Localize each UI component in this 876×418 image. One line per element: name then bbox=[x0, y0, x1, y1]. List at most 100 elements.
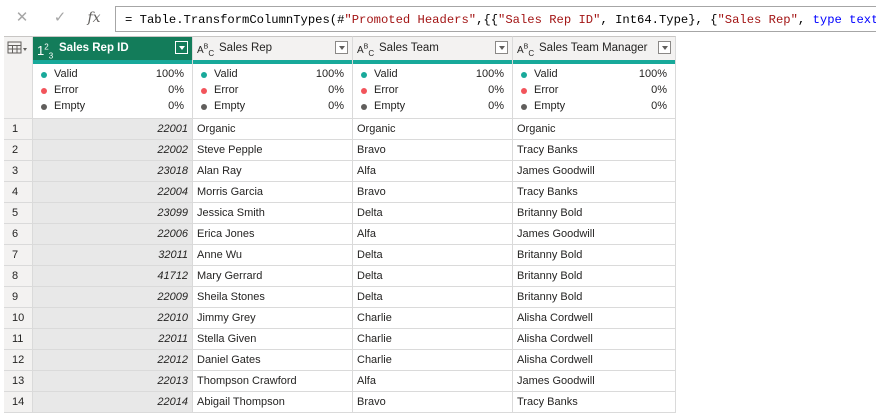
table-cell[interactable]: Alfa bbox=[353, 371, 513, 392]
table-menu-button[interactable] bbox=[4, 36, 33, 60]
table-cell[interactable]: Organic bbox=[193, 119, 353, 140]
table-cell[interactable]: Alisha Cordwell bbox=[513, 350, 676, 371]
table-cell[interactable]: Britanny Bold bbox=[513, 266, 676, 287]
text-type-icon[interactable]: ABC bbox=[357, 44, 375, 59]
table-cell[interactable]: Erica Jones bbox=[193, 224, 353, 245]
table-cell[interactable]: Daniel Gates bbox=[193, 350, 353, 371]
table-cell[interactable]: 22004 bbox=[33, 182, 193, 203]
column-quality-bar bbox=[193, 60, 353, 64]
quality-error-percent: 0% bbox=[651, 84, 667, 96]
table-cell[interactable]: Bravo bbox=[353, 182, 513, 203]
row-number[interactable]: 4 bbox=[4, 182, 33, 203]
table-cell[interactable]: Alisha Cordwell bbox=[513, 308, 676, 329]
column-filter-dropdown-icon[interactable] bbox=[658, 41, 671, 54]
row-number[interactable]: 2 bbox=[4, 140, 33, 161]
table-cell[interactable]: 23018 bbox=[33, 161, 193, 182]
table-cell[interactable]: Britanny Bold bbox=[513, 245, 676, 266]
column-filter-dropdown-icon[interactable] bbox=[335, 41, 348, 54]
check-icon[interactable]: ✓ bbox=[53, 9, 67, 26]
table-cell[interactable]: Mary Gerrard bbox=[193, 266, 353, 287]
quality-empty-percent: 0% bbox=[488, 100, 504, 112]
table-cell[interactable]: 23099 bbox=[33, 203, 193, 224]
quality-empty-percent: 0% bbox=[168, 100, 184, 112]
formula-token: , bbox=[797, 13, 813, 27]
table-cell[interactable]: Britanny Bold bbox=[513, 203, 676, 224]
table-cell[interactable]: Tracy Banks bbox=[513, 392, 676, 413]
row-number[interactable]: 7 bbox=[4, 245, 33, 266]
table-cell[interactable]: 22012 bbox=[33, 350, 193, 371]
table-cell[interactable]: 22006 bbox=[33, 224, 193, 245]
text-type-icon[interactable]: ABC bbox=[197, 44, 215, 59]
row-number[interactable]: 9 bbox=[4, 287, 33, 308]
table-cell[interactable]: Alan Ray bbox=[193, 161, 353, 182]
table-cell[interactable]: 22002 bbox=[33, 140, 193, 161]
table-cell[interactable]: Jimmy Grey bbox=[193, 308, 353, 329]
table-cell[interactable]: Abigail Thompson bbox=[193, 392, 353, 413]
table-cell[interactable]: Steve Pepple bbox=[193, 140, 353, 161]
table-cell[interactable]: 22014 bbox=[33, 392, 193, 413]
table-cell[interactable]: James Goodwill bbox=[513, 224, 676, 245]
row-number[interactable]: 12 bbox=[4, 350, 33, 371]
table-cell[interactable]: Charlie bbox=[353, 308, 513, 329]
table-cell[interactable]: James Goodwill bbox=[513, 161, 676, 182]
formula-input[interactable]: = Table.TransformColumnTypes(#"Promoted … bbox=[115, 6, 876, 32]
table-cell[interactable]: Tracy Banks bbox=[513, 140, 676, 161]
table-cell[interactable]: 22013 bbox=[33, 371, 193, 392]
row-number[interactable]: 6 bbox=[4, 224, 33, 245]
table-cell[interactable]: Organic bbox=[353, 119, 513, 140]
table-cell[interactable]: 22011 bbox=[33, 329, 193, 350]
text-type-icon[interactable]: ABC bbox=[517, 44, 535, 59]
table-cell[interactable]: Tracy Banks bbox=[513, 182, 676, 203]
table-cell[interactable]: Sheila Stones bbox=[193, 287, 353, 308]
table-cell[interactable]: Alisha Cordwell bbox=[513, 329, 676, 350]
table-cell[interactable]: Charlie bbox=[353, 329, 513, 350]
table-cell[interactable]: Charlie bbox=[353, 350, 513, 371]
table-cell[interactable]: Jessica Smith bbox=[193, 203, 353, 224]
row-number[interactable]: 11 bbox=[4, 329, 33, 350]
table-cell[interactable]: Delta bbox=[353, 287, 513, 308]
table-cell[interactable]: Organic bbox=[513, 119, 676, 140]
table-cell[interactable]: Delta bbox=[353, 266, 513, 287]
table-cell[interactable]: Stella Given bbox=[193, 329, 353, 350]
table-cell[interactable]: Thompson Crawford bbox=[193, 371, 353, 392]
table-cell[interactable]: Alfa bbox=[353, 224, 513, 245]
quality-valid-dot bbox=[41, 72, 47, 78]
table-cell[interactable]: Bravo bbox=[353, 140, 513, 161]
formula-token: "Sales Rep ID" bbox=[498, 13, 601, 27]
table-cell[interactable]: Anne Wu bbox=[193, 245, 353, 266]
table-cell[interactable]: Morris Garcia bbox=[193, 182, 353, 203]
fx-icon[interactable]: fx bbox=[87, 10, 101, 26]
table-cell[interactable]: Alfa bbox=[353, 161, 513, 182]
table-cell[interactable]: James Goodwill bbox=[513, 371, 676, 392]
row-number[interactable]: 5 bbox=[4, 203, 33, 224]
row-number[interactable]: 13 bbox=[4, 371, 33, 392]
number-type-icon[interactable]: 123 bbox=[37, 43, 54, 60]
close-icon[interactable]: ✕ bbox=[15, 9, 29, 26]
column-filter-dropdown-icon[interactable] bbox=[175, 41, 188, 54]
table-cell[interactable]: Delta bbox=[353, 245, 513, 266]
table-cell[interactable]: 22010 bbox=[33, 308, 193, 329]
table-cell[interactable]: Delta bbox=[353, 203, 513, 224]
table-cell[interactable]: 41712 bbox=[33, 266, 193, 287]
row-number[interactable]: 8 bbox=[4, 266, 33, 287]
row-number[interactable]: 3 bbox=[4, 161, 33, 182]
row-number[interactable]: 14 bbox=[4, 392, 33, 413]
column-filter-dropdown-icon[interactable] bbox=[495, 41, 508, 54]
table-cell[interactable]: Bravo bbox=[353, 392, 513, 413]
row-number[interactable]: 1 bbox=[4, 119, 33, 140]
table-cell[interactable]: 22001 bbox=[33, 119, 193, 140]
row-number[interactable]: 10 bbox=[4, 308, 33, 329]
table-cell[interactable]: 22009 bbox=[33, 287, 193, 308]
table-cell[interactable]: 32011 bbox=[33, 245, 193, 266]
quality-error-label: Error bbox=[54, 84, 79, 96]
quality-error-dot bbox=[361, 88, 367, 94]
table-cell[interactable]: Britanny Bold bbox=[513, 287, 676, 308]
